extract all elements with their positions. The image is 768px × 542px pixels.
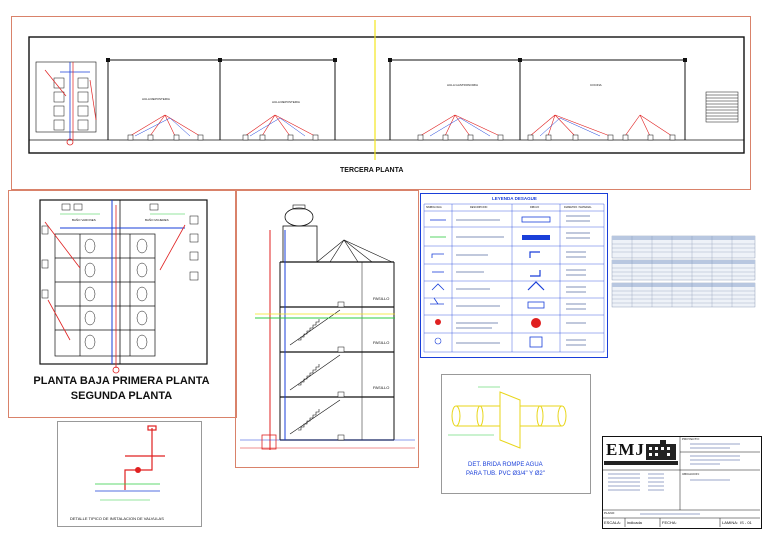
- title-field-label: FECHA:: [662, 520, 677, 525]
- top-floor-title: TERCERA PLANTA: [340, 167, 404, 174]
- brida-frame: [441, 374, 591, 494]
- valve-detail-caption: DETALLE TIPICO DE INSTALACION DE VALVULA…: [70, 516, 164, 521]
- legend-header: DESCRIPCION: [470, 206, 488, 209]
- sheet-value: IS - 01: [740, 520, 752, 525]
- top-plan-frame: [11, 16, 751, 190]
- title-field-label: ESCALA:: [604, 520, 621, 525]
- title-field-label: UBICACION:: [682, 472, 700, 476]
- room-label: COCINA: [590, 83, 602, 87]
- bath-label: BAÑO VARONES: [72, 218, 96, 222]
- lower-plan-title-line1: PLANTA BAJA PRIMERA PLANTA: [33, 375, 210, 387]
- lower-plan-title-line2: SEGUNDA PLANTA: [70, 390, 173, 402]
- section-label: PASILLO: [373, 340, 390, 345]
- brida-caption-line2: PARA TUB. PVC Ø3/4" Y Ø2": [466, 471, 545, 477]
- scale-value: indicada: [627, 520, 642, 525]
- title-field-label: LAMINA:: [722, 520, 739, 525]
- legend-header: DIBUJO: [530, 206, 540, 209]
- legend-frame: [420, 193, 608, 358]
- section-label: PASILLO: [373, 296, 390, 301]
- lower-plan-frame: [8, 190, 237, 418]
- legend-header: SIMBOLOGIA: [426, 206, 442, 209]
- room-label: AULA GASTRONOMIA: [447, 83, 479, 87]
- legend-header: DIAMETRO / MATERIAL: [564, 206, 592, 209]
- title-field-label: PLANO:: [604, 511, 616, 515]
- lower-plan-title: PLANTA BAJA PRIMERA PLANTA SEGUNDA PLANT…: [10, 374, 233, 404]
- bath-label: BAÑO MUJERES: [145, 218, 169, 222]
- company-logo: EMJ: [606, 440, 645, 459]
- room-label: AULA REPOSTERIA: [142, 97, 170, 101]
- brida-caption-line1: DET. BRIDA ROMPE AGUA: [468, 462, 543, 468]
- legend-title: LEYENDA DESAGUE: [492, 196, 537, 201]
- valve-detail-frame: [57, 421, 202, 527]
- section-frame: [235, 190, 419, 468]
- room-label: AULA REPOSTERIA: [272, 100, 300, 104]
- section-label: PASILLO: [373, 385, 390, 390]
- title-field-label: PROYECTO:: [682, 437, 700, 441]
